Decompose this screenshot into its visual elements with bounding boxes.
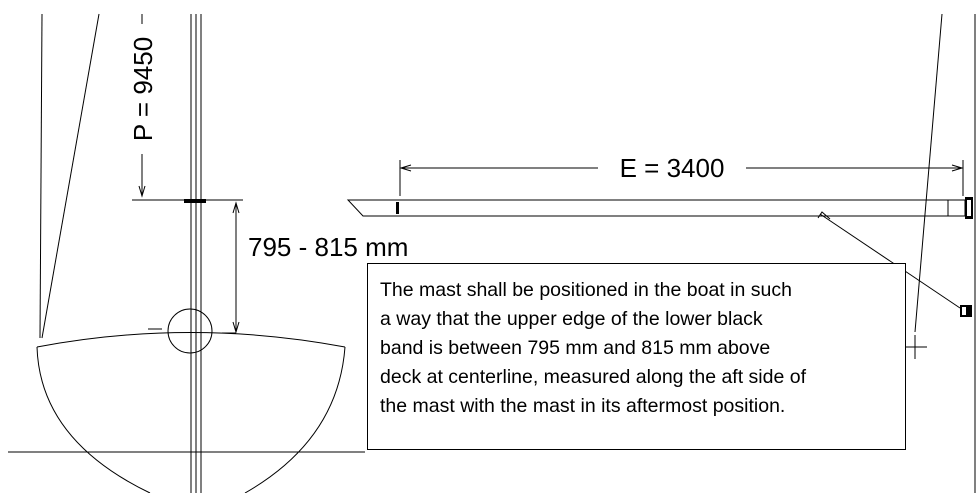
e-dimension-line: [399, 160, 964, 196]
gooseneck-fitting: [965, 197, 973, 219]
vang-fitting: [960, 305, 972, 317]
note-line: The mast shall be positioned in the boat…: [380, 279, 792, 301]
p-dimension-line: [132, 14, 243, 201]
note-line: a way that the upper edge of the lower b…: [380, 308, 763, 330]
note-line: band is between 795 mm and 815 mm above: [380, 337, 771, 359]
band-height-label: 795 - 815 mm: [248, 232, 408, 262]
note-line: the mast with the mast in its aftermost …: [380, 395, 786, 417]
boom: [346, 199, 966, 217]
right-rig-lines: [914, 13, 976, 493]
band-height-dimension: [232, 201, 240, 334]
sail-leech-lines: [39, 13, 100, 339]
hull-section: [36, 328, 346, 493]
lower-black-band: [184, 199, 206, 203]
vang-line: [817, 211, 961, 309]
mast-section-circle: [167, 308, 213, 354]
crosshair-mark: [903, 335, 927, 359]
e-dimension-label: E = 3400: [620, 153, 725, 183]
note-line: deck at centerline, measured along the a…: [380, 366, 807, 388]
mast: [190, 14, 202, 493]
mast-position-note: The mast shall be positioned in the boat…: [367, 263, 906, 450]
p-dimension-label: P = 9450: [128, 37, 158, 141]
